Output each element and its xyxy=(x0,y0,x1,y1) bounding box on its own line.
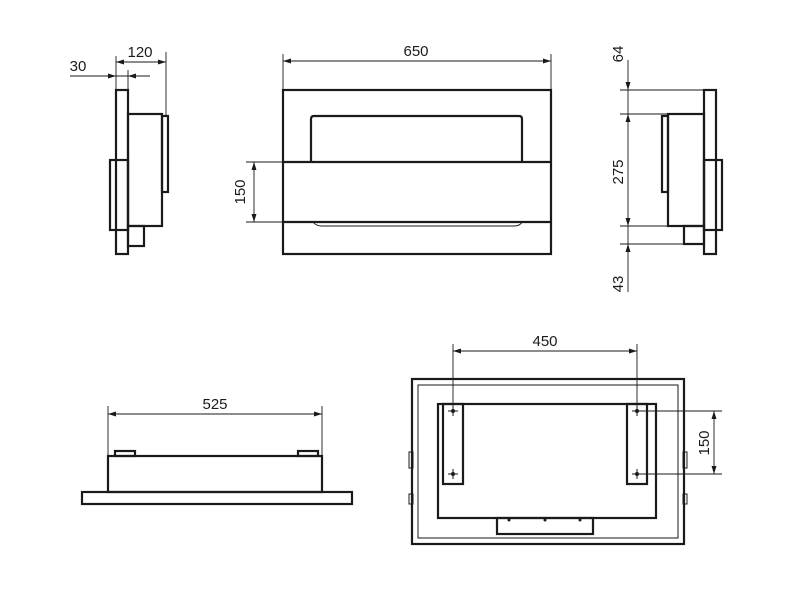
dim-650-label: 650 xyxy=(403,43,428,60)
dim-525-label: 525 xyxy=(202,396,227,413)
front-view: 650 150 xyxy=(232,43,553,256)
dim-150-front-label: 150 xyxy=(232,179,249,204)
dim-64-label: 64 xyxy=(610,46,627,63)
dim-450-label: 450 xyxy=(532,333,557,350)
top-view: 525 xyxy=(80,396,354,506)
bracket-holes xyxy=(448,406,642,479)
right-side-view: 64 275 43 xyxy=(610,46,724,293)
dim-150-back-label: 150 xyxy=(696,430,713,455)
dim-275-label: 275 xyxy=(610,159,627,184)
dim-43-label: 43 xyxy=(610,276,627,293)
left-side-view: 120 30 xyxy=(70,44,170,256)
dim-120-label: 120 xyxy=(127,44,152,61)
back-view: 450 150 xyxy=(408,333,722,546)
dim-30-label: 30 xyxy=(70,58,87,75)
